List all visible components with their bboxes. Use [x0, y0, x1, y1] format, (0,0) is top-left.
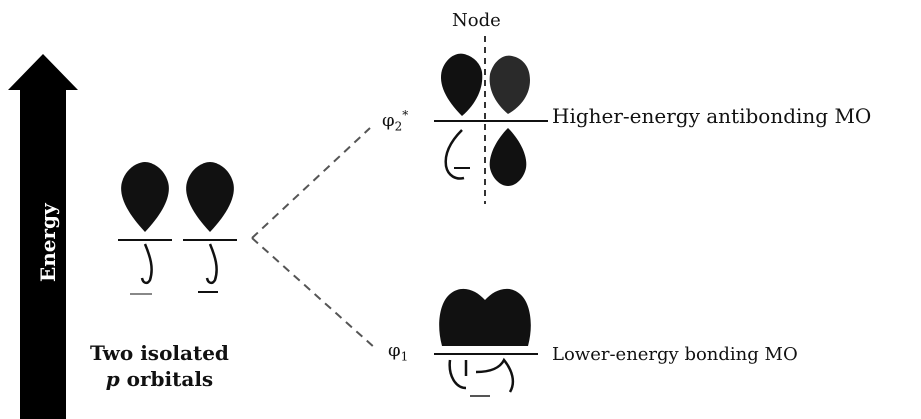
correlation-lines [251, 127, 376, 349]
antibonding-superscript: * [402, 108, 409, 122]
bonding-symbol-char: φ [388, 340, 401, 361]
bonding-subscript: 1 [400, 349, 409, 364]
antibonding-symbol-char: φ [382, 110, 395, 131]
antibonding-mo [434, 53, 538, 186]
isolated-orbitals-caption: Two isolated p orbitals [90, 340, 229, 392]
isolated-caption-rest: orbitals [119, 367, 214, 391]
energy-arrow [8, 54, 78, 419]
antibonding-symbol: φ2* [382, 108, 408, 134]
isolated-p-orbital-left [118, 162, 172, 295]
bonding-description: Lower-energy bonding MO [552, 344, 798, 365]
bonding-mo [434, 288, 538, 397]
isolated-p-orbital-right [183, 162, 237, 293]
bonding-symbol: φ1 [388, 340, 408, 364]
isolated-caption-line1: Two isolated [90, 341, 229, 365]
isolated-caption-line2: p orbitals [90, 366, 229, 392]
isolated-caption-p: p [105, 367, 120, 391]
antibonding-description: Higher-energy antibonding MO [552, 104, 872, 128]
energy-axis-label: Energy [36, 203, 60, 282]
node-label: Node [452, 10, 501, 31]
antibonding-subscript: 2 [394, 119, 403, 134]
